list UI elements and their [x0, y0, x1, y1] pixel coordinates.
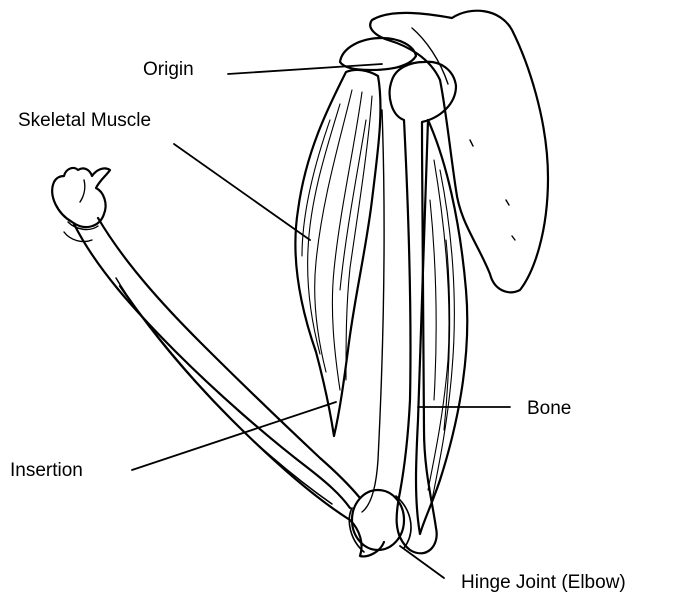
scapula — [370, 11, 548, 293]
hinge-joint-leader-line — [400, 546, 444, 578]
skeletal-muscle-leader-line — [174, 144, 310, 240]
elbow-joint-detail — [349, 496, 411, 552]
forearm-upper-bone — [74, 224, 350, 508]
insertion-leader-line — [132, 402, 336, 470]
origin-label: Origin — [143, 60, 194, 79]
insertion-label: Insertion — [10, 461, 83, 480]
bone-label: Bone — [527, 399, 571, 418]
skeletal-muscle-label: Skeletal Muscle — [18, 111, 151, 130]
forearm-lower-bone — [98, 218, 360, 498]
wrist-detail — [64, 180, 98, 242]
hinge-joint-label: Hinge Joint (Elbow) — [461, 573, 626, 592]
wrist-hand — [52, 168, 110, 227]
forearm-ulna-inner — [116, 278, 332, 504]
humerus-shaft-line — [362, 110, 384, 512]
triceps-striations — [428, 160, 454, 500]
